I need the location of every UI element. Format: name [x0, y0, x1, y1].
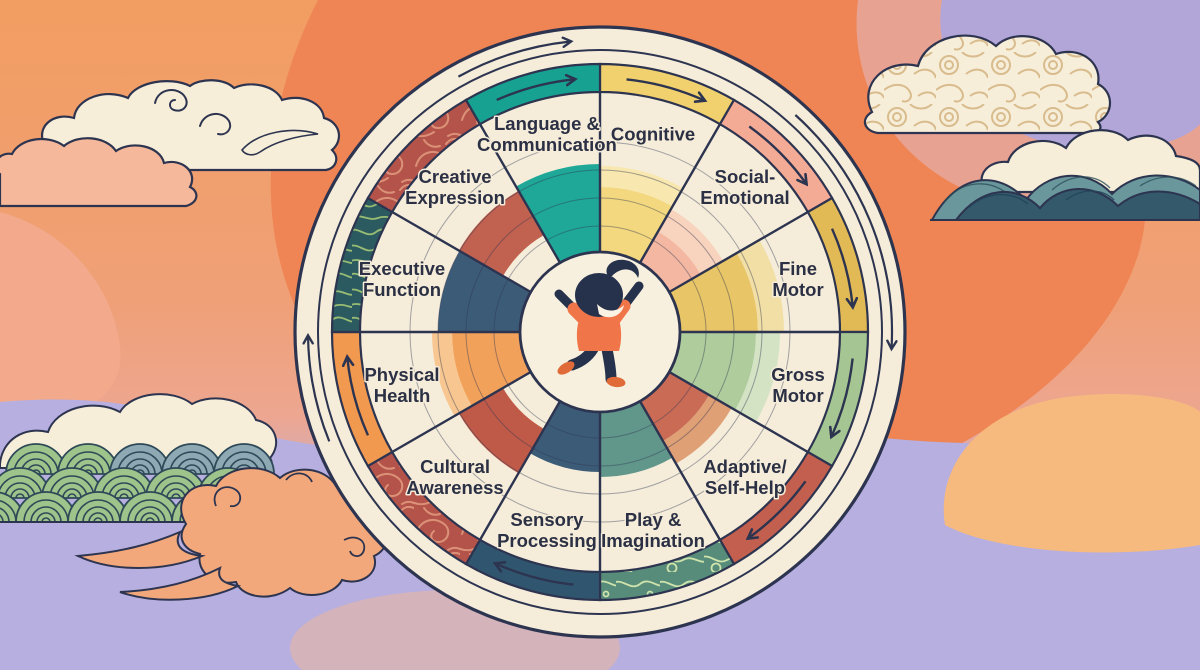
segment-fill-fine-motor	[669, 253, 758, 332]
waves-right	[930, 174, 1200, 221]
cloud-curl-icon	[285, 472, 313, 483]
swirl-cloud-orange	[74, 467, 389, 601]
wheel-spoke	[668, 210, 809, 294]
segment-halo-fine-motor	[736, 240, 784, 332]
segment-label-play-imagination: Play &Imagination	[601, 509, 705, 551]
segment-halo-gross-motor	[735, 332, 780, 422]
clouds	[0, 34, 1200, 208]
segment-halo-physical-health	[432, 332, 472, 416]
segment-label-language-communication: Language &Communication	[477, 113, 617, 155]
wave-front	[953, 188, 1200, 221]
wheel-outer-ring-line	[317, 49, 883, 615]
wheel-spoke	[638, 123, 722, 264]
peach-right-blob	[943, 394, 1200, 553]
child-figure	[554, 259, 644, 388]
segment-fill-executive-function	[438, 251, 531, 332]
salmon-left-blob	[0, 212, 121, 430]
segment-fill-sensory-processing	[530, 401, 600, 472]
child-right-leg	[601, 343, 617, 385]
band-arrow-language-communication	[496, 79, 574, 102]
cloud-curl-icon	[154, 89, 188, 112]
child-right-shoe	[606, 376, 626, 388]
child-left-sleeve	[567, 302, 593, 328]
band-arrow-fine-motor	[830, 228, 853, 306]
outer-ring-arrow	[794, 114, 892, 347]
segment-fill-gross-motor	[669, 332, 756, 410]
cloud-curl-icon	[213, 486, 242, 508]
child-smile	[597, 304, 624, 318]
cloud-tail	[74, 530, 206, 569]
segment-fill-cognitive	[600, 187, 673, 263]
band-arrow-adaptive-self-help	[749, 480, 807, 537]
wheel-spoke	[668, 370, 809, 454]
cloud-shape	[240, 129, 319, 156]
cloud-top-right-patterned	[863, 34, 1112, 135]
outer-ring-arrow	[308, 337, 331, 442]
cloud-curl-icon	[199, 113, 232, 136]
segment-fill-physical-health	[452, 332, 531, 406]
wheel-spoke	[391, 210, 532, 294]
cloud-tail	[119, 566, 242, 601]
wave-texture	[967, 190, 1115, 209]
outer-ring-arrow	[457, 42, 569, 78]
segment-fill-social-emotional	[640, 231, 701, 292]
segment-label-cognitive: Cognitive	[611, 123, 695, 144]
cloud-curl-icon	[343, 536, 366, 558]
segment-fill-language-communication	[516, 164, 600, 263]
segment-label-social-emotional: Social-Emotional	[700, 166, 789, 208]
cloud-top-left-peach	[0, 137, 198, 208]
band-arrow-gross-motor	[832, 358, 854, 436]
child-left-shoe	[557, 361, 575, 375]
segment-fill-cultural-awareness	[458, 388, 544, 474]
child-head	[575, 273, 623, 317]
segment-label-adaptive-self-help: Adaptive/Self-Help	[703, 456, 786, 498]
cloud-shape	[0, 137, 198, 208]
band-arrow-social-emotional	[748, 125, 805, 183]
segment-halo-cognitive	[600, 166, 683, 207]
wheel-spoke	[391, 370, 532, 454]
cloud-wisp-left	[240, 129, 319, 156]
wheel-spoke	[478, 123, 562, 264]
wheel-spoke	[638, 400, 722, 541]
segment-halo-adaptive-self-help	[663, 395, 732, 464]
child-hair-tuft	[606, 259, 639, 278]
segment-fill-creative-expression	[458, 190, 544, 276]
cloud-shape	[863, 34, 1112, 135]
band-arrow-cognitive	[626, 78, 704, 100]
band-arrow-physical-health	[347, 359, 370, 436]
wheel-spoke	[478, 400, 562, 541]
segment-fill-play-imagination	[600, 401, 673, 477]
band-arrow-sensory-processing	[497, 564, 574, 586]
segment-halo-social-emotional	[658, 209, 723, 274]
